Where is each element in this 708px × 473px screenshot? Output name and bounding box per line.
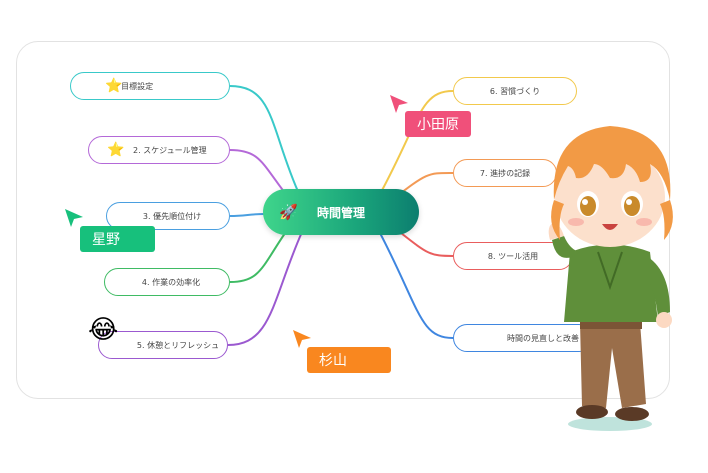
central-topic-node[interactable]: 🚀 時間管理 <box>263 189 419 235</box>
central-topic-label: 時間管理 <box>316 205 365 220</box>
topic-label-7: 7. 進捗の記録 <box>479 168 531 178</box>
topic-label-9: 時間の見直しと改善 <box>507 333 579 343</box>
topic-label-8: 8. ツール活用 <box>487 251 539 261</box>
topic-node-3[interactable]: 3. 優先順位付け <box>106 202 230 230</box>
collaborator-name: 星野 <box>92 232 120 248</box>
star-icon: ⭐ <box>105 78 123 94</box>
branch-link-3 <box>229 213 265 217</box>
anime-boy-mascot-icon <box>548 126 673 431</box>
collaborator-tag-sugiyama: 杉山 <box>307 347 391 373</box>
topic-node-5[interactable]: 5. 休憩とリフレッシュ <box>98 331 228 359</box>
topic-node-4[interactable]: 4. 作業の効率化 <box>104 268 230 296</box>
topic-node-6[interactable]: 6. 習慣づくり <box>453 77 577 105</box>
cursor-icon <box>390 95 408 113</box>
topic-node-2[interactable]: ⭐ 2. スケジュール管理 <box>88 136 230 164</box>
topic-node-8[interactable]: 8. ツール活用 <box>453 242 573 270</box>
collaborator-name: 杉山 <box>319 353 347 369</box>
cursor-icon <box>293 330 311 348</box>
collaborator-name: 小田原 <box>417 117 459 133</box>
branch-link-9 <box>379 232 454 339</box>
topic-label-3: 3. 優先順位付け <box>142 211 202 221</box>
branch-link-4 <box>229 225 291 283</box>
rocket-icon: 🚀 <box>279 203 298 221</box>
branch-link-1 <box>229 85 301 197</box>
cursor-icon <box>65 209 83 227</box>
topic-label-4: 4. 作業の効率化 <box>141 277 201 287</box>
collaborator-tag-hoshino: 星野 <box>80 226 155 252</box>
topic-node-9[interactable]: 時間の見直しと改善 <box>453 324 593 352</box>
topic-label-2: 2. スケジュール管理 <box>133 145 207 155</box>
topic-node-7[interactable]: 7. 進捗の記録 <box>453 159 557 187</box>
topic-label-5: 5. 休憩とリフレッシュ <box>136 340 220 350</box>
collaborator-tag-odawara: 小田原 <box>405 111 471 137</box>
topic-label-6: 6. 習慣づくり <box>489 86 541 96</box>
topic-label-1: 1. 目標設定 <box>111 81 154 91</box>
laughing-face-icon: 😂 <box>88 315 119 345</box>
branch-link-5 <box>227 231 303 346</box>
topic-node-1[interactable]: ⭐ 1. 目標設定 <box>70 72 230 100</box>
star-icon: ⭐ <box>107 142 125 158</box>
